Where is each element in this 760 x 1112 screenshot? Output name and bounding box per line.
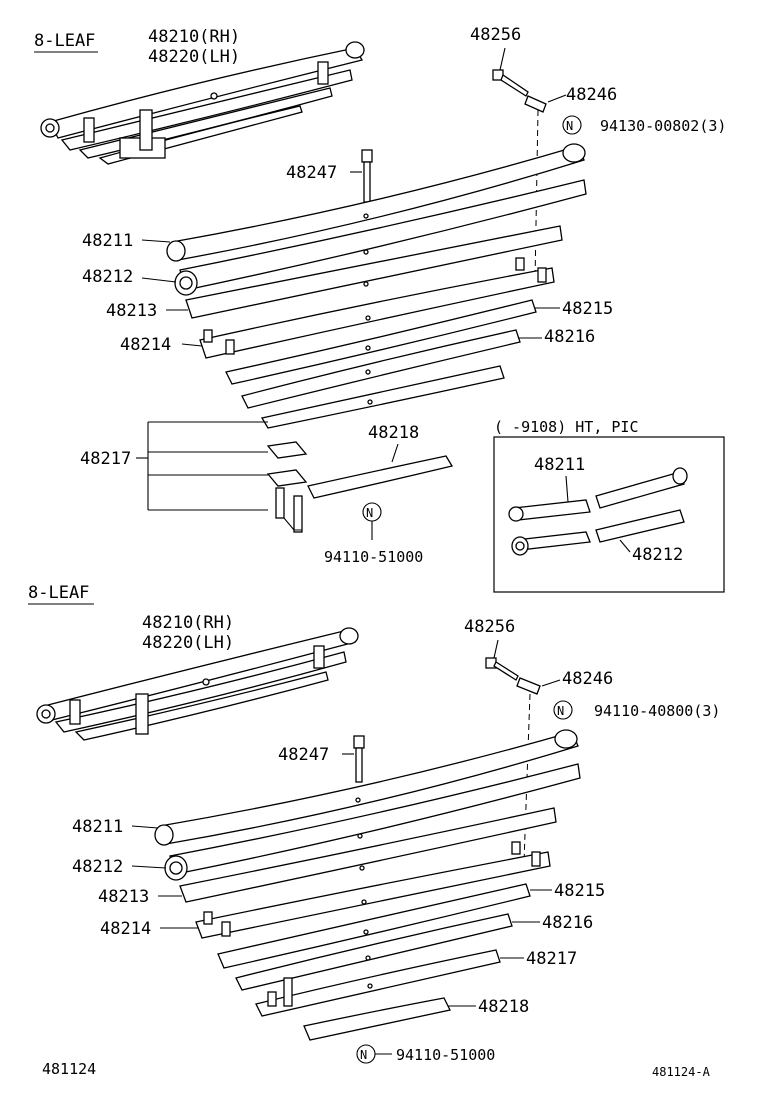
bottom-bolt-48256-label: 48256 [464,617,515,637]
bottom-pin-48246-drawing [516,677,561,695]
top-leaf-48211-label: 48211 [82,231,133,251]
bottom-pin-48246-label: 48246 [562,669,613,689]
top-leaf-count-label: 8-LEAF [34,31,95,51]
top-bolt-48247-drawing [350,149,373,203]
svg-text:N: N [366,506,373,520]
svg-text:N: N [557,704,564,718]
top-nut-note-label: 94130-00802(3) [600,117,726,135]
top-nut2-symbol: N [362,502,382,540]
top-section: 8-LEAF 48210(RH) 48220(LH) 48256 48246 [34,25,726,566]
top-bolt-48256-label: 48256 [470,25,521,45]
top-bolt-48256-drawing [492,47,529,97]
inset-frame [493,436,725,593]
bottom-leaf-48212-label: 48212 [72,857,123,877]
top-leaf-48213-label: 48213 [106,301,157,321]
bottom-leaf-48217-label: 48217 [526,949,577,969]
inset-leaf-48212-label: 48212 [632,545,683,565]
inset-leaf-drawing [508,467,688,556]
svg-text:N: N [566,119,573,133]
top-leaf-48216-label: 48216 [544,327,595,347]
top-clip-48217-bracket [136,421,268,511]
bottom-nut2-symbol: N [356,1044,392,1064]
bottom-assembly-rh-label: 48210(RH) [142,613,234,633]
bottom-section: 8-LEAF 48210(RH) 48220(LH) 48256 48246 [28,583,720,1064]
bottom-leaf-48211-leader [131,825,159,829]
top-leaf-48214-leader [181,343,203,347]
footer-page-code: 481124 [42,1060,96,1078]
top-nut-symbol: N [562,115,582,135]
inset-leaf-48212-leader [619,539,631,553]
bottom-nut2-note-label: 94110-51000 [396,1046,495,1064]
footer-figure-code: 481124-A [652,1065,711,1079]
top-assembly-lh-label: 48220(LH) [148,47,240,67]
bottom-leaf-48211-label: 48211 [72,817,123,837]
bottom-nut-symbol: N [553,700,573,720]
top-assembly-drawing [40,41,365,165]
bottom-bolt-48247-drawing [342,735,365,783]
bottom-leaf-48213-label: 48213 [98,887,149,907]
top-leaf-48215-label: 48215 [562,299,613,319]
svg-text:N: N [360,1048,367,1062]
top-assembly-rh-label: 48210(RH) [148,27,240,47]
top-dashed-axis [534,109,539,283]
bottom-nut-note-label: 94110-40800(3) [594,702,720,720]
top-bolt-48247-label: 48247 [286,163,337,183]
top-pin-48246-label: 48246 [566,85,617,105]
top-pin-48246-drawing [524,94,567,113]
bottom-bolt-48256-drawing [485,639,519,681]
bottom-leaf-48212-leader [131,865,167,869]
bottom-leaf-48214-label: 48214 [100,919,151,939]
top-leaf-48211-leader [141,239,171,243]
top-leaf-48218-drawing [307,455,454,499]
bottom-bolt-48247-label: 48247 [278,745,329,765]
top-leaf-48218-label: 48218 [368,423,419,443]
top-clip-48217-parts [266,441,308,533]
top-leaf-48218-leader [391,443,399,463]
top-leaf-48214-label: 48214 [120,335,171,355]
top-clip-48217-label: 48217 [80,449,131,469]
bottom-leaf-count-label: 8-LEAF [28,583,89,603]
inset-leaf-48211-leader [565,475,569,503]
bottom-leaf-48215-label: 48215 [554,881,605,901]
bottom-assembly-lh-label: 48220(LH) [142,633,234,653]
top-leaf-stack [166,143,587,429]
bottom-assembly-drawing [36,627,359,741]
inset-box: ( -9108) HT, PIC 48211 48212 [493,418,725,593]
bottom-leaf-stack [154,729,581,1041]
top-nut2-note-label: 94110-51000 [324,548,423,566]
bottom-leaf-48218-label: 48218 [478,997,529,1017]
top-leaf-48212-label: 48212 [82,267,133,287]
inset-leaf-48211-label: 48211 [534,455,585,475]
bottom-leaf-48216-label: 48216 [542,913,593,933]
top-leaf-48212-leader [141,277,177,283]
inset-title: ( -9108) HT, PIC [494,418,639,436]
